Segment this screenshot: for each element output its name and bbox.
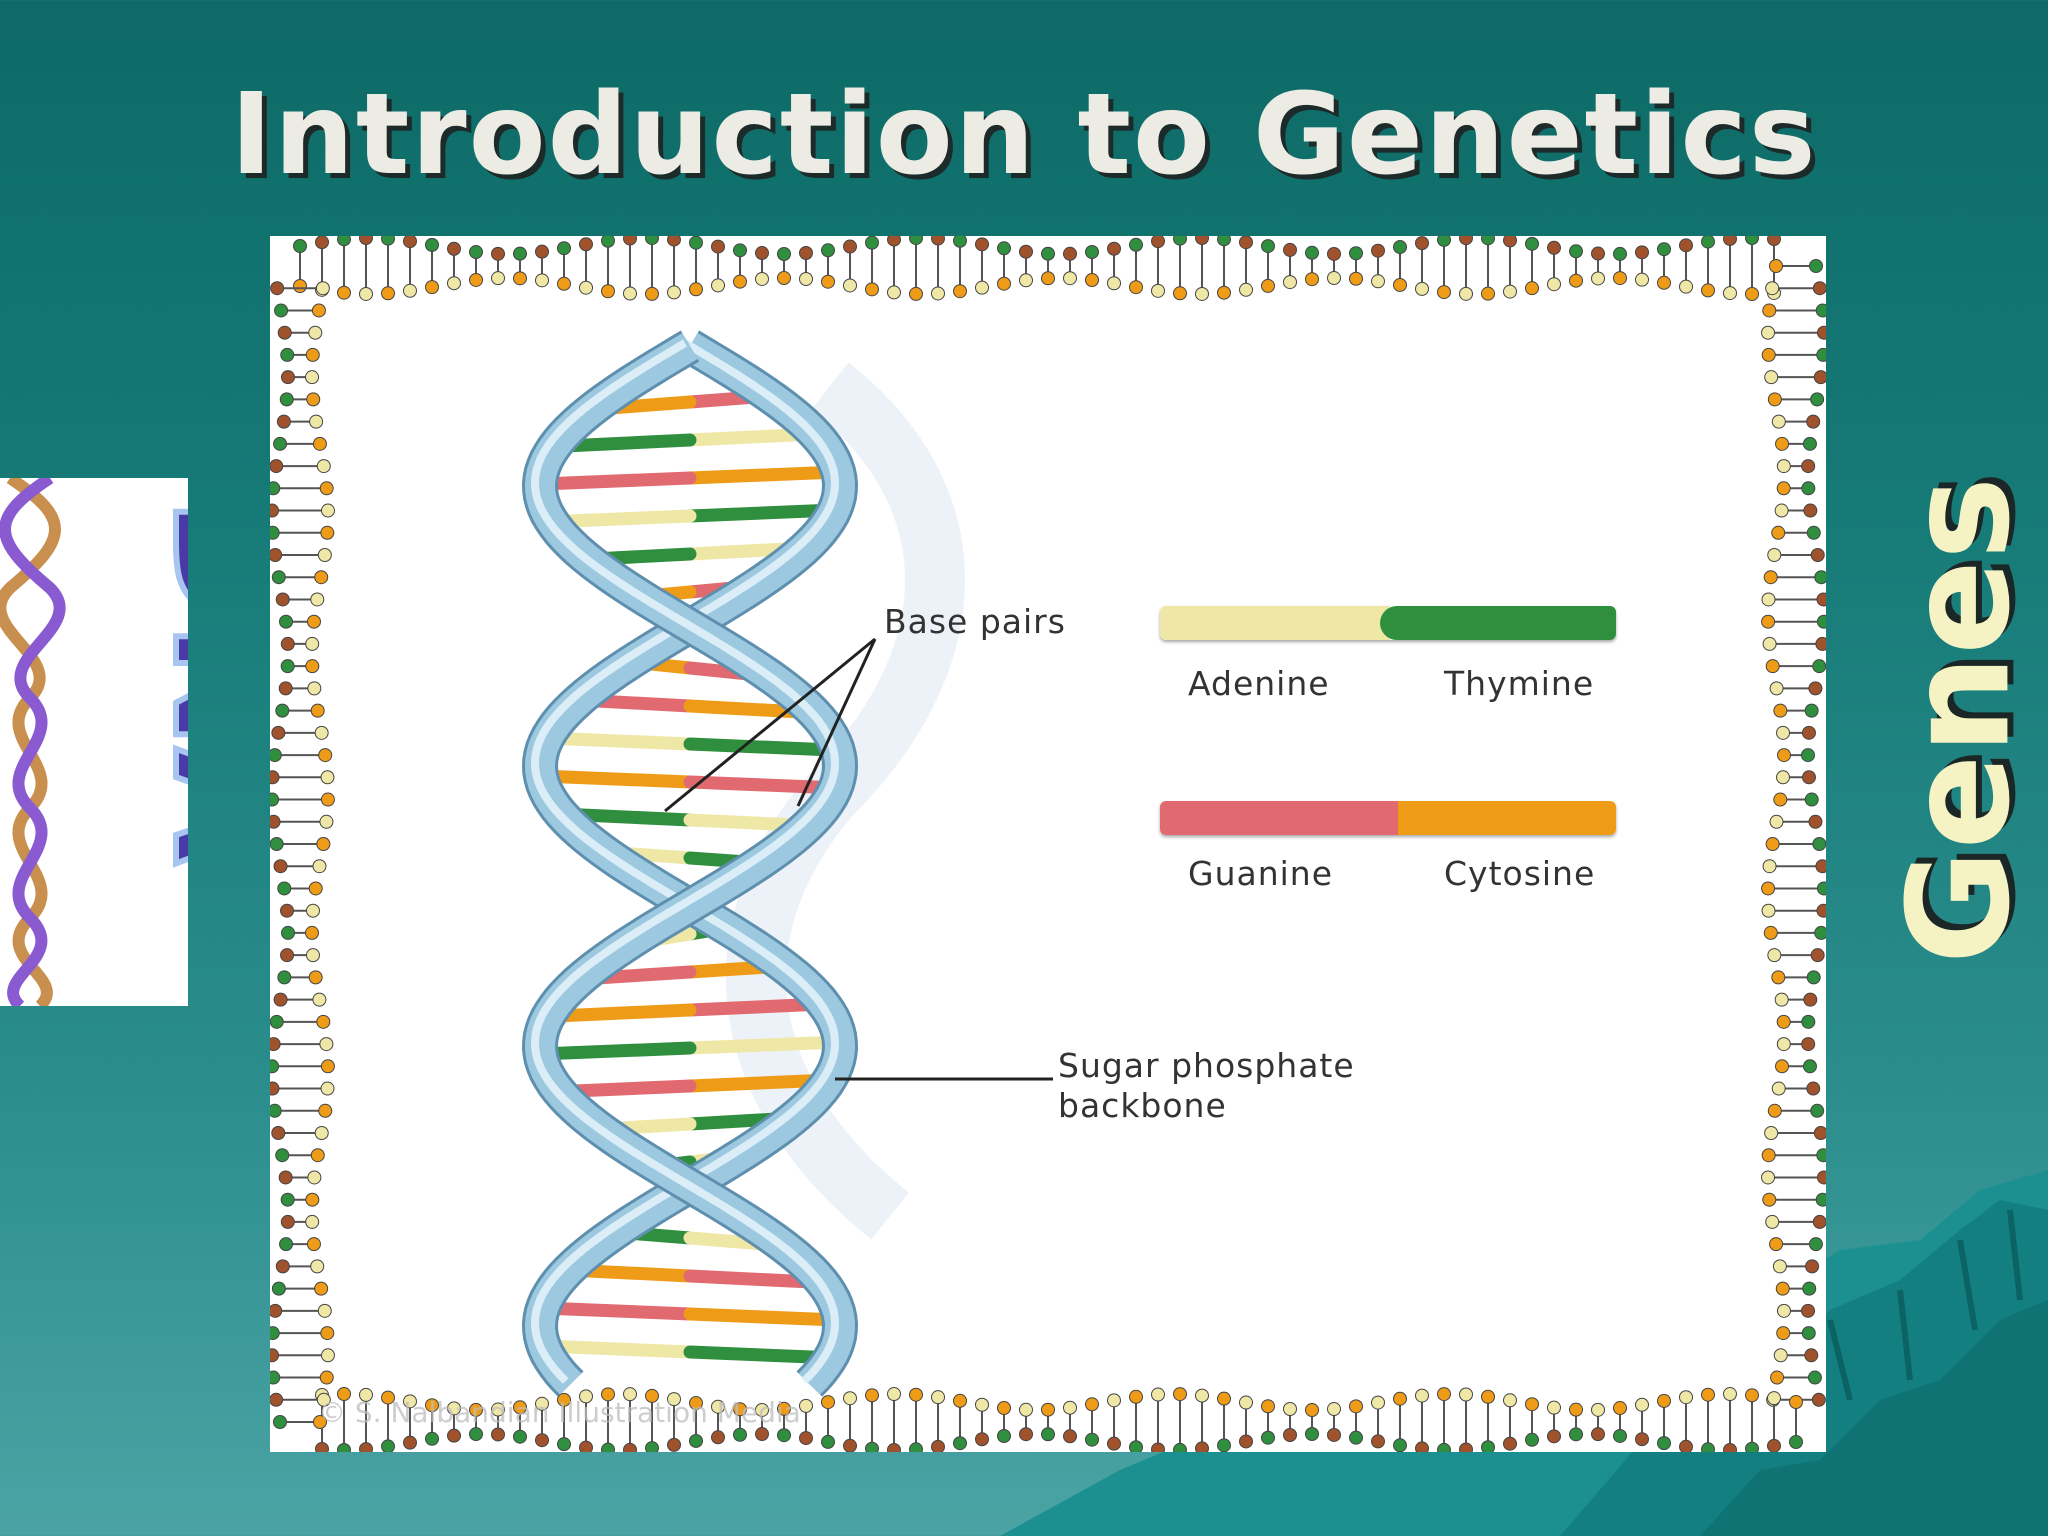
copyright-watermark: © S. Nalbandian Illustration Media (318, 1396, 801, 1429)
adenine-label: Adenine (1188, 664, 1330, 703)
genes-side-label-container: Genes (1860, 440, 2048, 1000)
slide-title: Introduction to Genetics (230, 70, 1818, 200)
guanine-label: Guanine (1188, 854, 1334, 893)
dna-diagram (265, 231, 1831, 1457)
cytosine-label: Cytosine (1444, 854, 1596, 893)
backbone-label-line1: Sugar phosphate (1058, 1046, 1355, 1085)
guanine-cytosine-legend-bar (1160, 801, 1616, 835)
backbone-label-line2: backbone (1058, 1086, 1227, 1125)
dna-helix-logo-icon: DNA (0, 473, 317, 1011)
base-pairs-label: Base pairs (884, 602, 1066, 641)
adenine-thymine-legend-bar (1160, 606, 1616, 640)
thymine-label: Thymine (1444, 664, 1595, 703)
dna-logo-text: DNA (140, 498, 188, 864)
dna-diagram-frame: Base pairs Sugar phosphate backbone Aden… (265, 231, 1831, 1457)
dna-logo: DNA (0, 473, 317, 1011)
genes-side-label: Genes (1878, 476, 2042, 964)
dna-border-decoration (265, 231, 1831, 1457)
dna-double-helix (521, 330, 859, 1397)
